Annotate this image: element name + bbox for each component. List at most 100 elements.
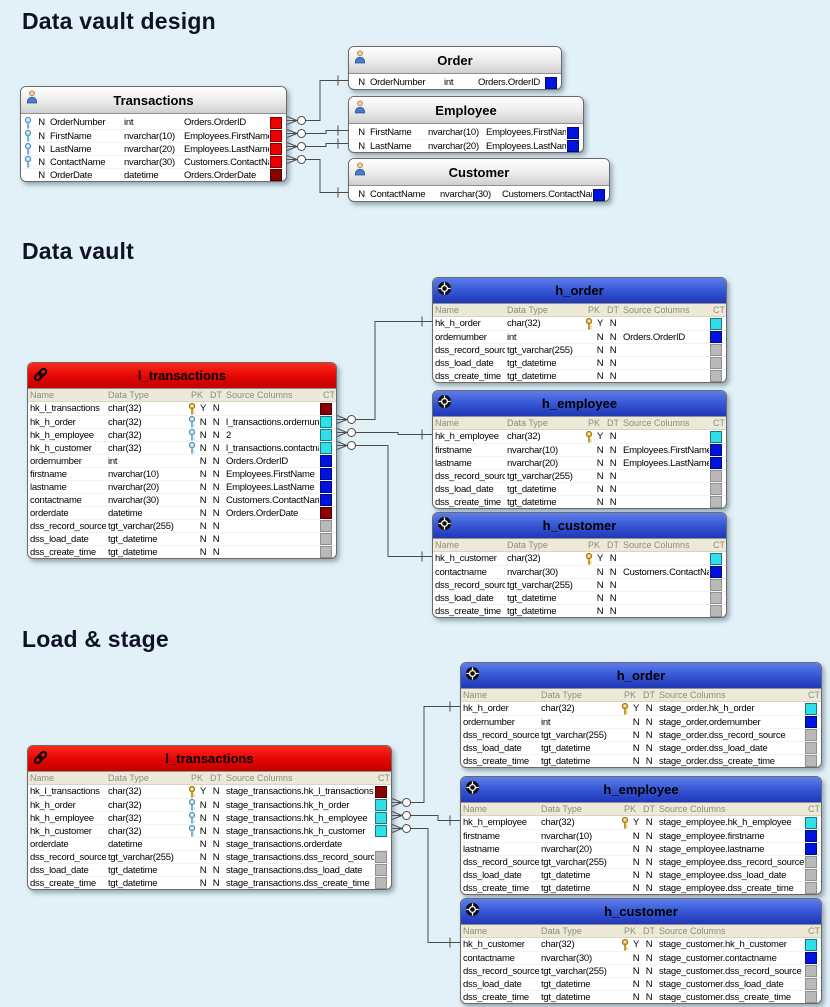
table-header[interactable]: Transactions xyxy=(21,87,286,114)
dt-cell: N xyxy=(212,533,220,545)
pk-cell: Y xyxy=(596,553,604,564)
table-header[interactable]: Customer xyxy=(349,159,609,186)
column-header-name: Name xyxy=(463,804,488,814)
table-header[interactable]: Order xyxy=(349,47,561,74)
column-name-cell: lastname xyxy=(435,457,472,469)
table-header[interactable]: h_employee xyxy=(461,777,821,803)
table-header[interactable]: h_customer xyxy=(461,899,821,925)
table-header[interactable]: l_transactions xyxy=(28,746,391,772)
source-column-cell: Orders.OrderID xyxy=(478,77,540,88)
table-header[interactable]: h_employee xyxy=(433,391,726,417)
table-header[interactable]: h_order xyxy=(461,663,821,689)
pk-cell: N xyxy=(596,470,604,482)
table-header[interactable]: h_order xyxy=(433,278,726,304)
pk-cell: N xyxy=(199,507,207,519)
table-header[interactable]: h_customer xyxy=(433,513,726,539)
column-header-dt: DT xyxy=(643,926,655,936)
source-column-cell: l_transactions.contactname xyxy=(226,442,319,454)
connector-transactions-order xyxy=(286,75,348,125)
table-header[interactable]: l_transactions xyxy=(28,363,336,389)
table-header[interactable]: Employee xyxy=(349,97,583,124)
column-name-cell: dss_create_time xyxy=(435,496,501,508)
blue-key-icon xyxy=(186,812,198,824)
column-header-pk: PK xyxy=(587,540,600,550)
dt-cell: N xyxy=(212,507,220,519)
